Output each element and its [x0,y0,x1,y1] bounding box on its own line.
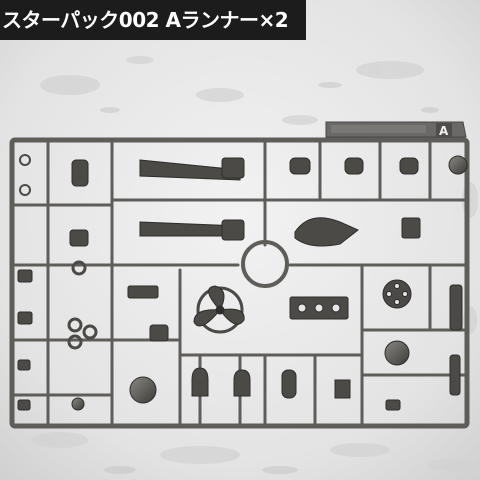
ring-part [19,184,31,196]
hook-part [191,367,209,397]
runner-gates [10,138,469,428]
bracket-part [401,217,421,239]
arm-part [69,229,89,247]
connector-part [127,285,159,299]
title-banner: スターパック002 Aランナー×2 [0,0,306,40]
clip-part [17,269,33,283]
ball-part [448,155,468,175]
clip-part [17,359,31,371]
pod-part [294,217,359,247]
barrel-part [139,159,241,181]
clip-part [385,399,401,411]
strut-part [449,354,461,396]
clip-part [17,399,31,411]
ring-part [71,260,87,276]
ball-part [71,397,85,411]
runner-tag-plate: A [325,121,467,138]
cylinder-part [399,157,419,175]
hex-nut-part [67,317,98,350]
cylinder-part [289,157,311,175]
hook-part [233,369,251,397]
sphere-part [129,376,157,404]
cylinder-part [344,157,364,175]
connector-part [149,324,169,342]
propeller-part [193,285,245,334]
cap-part [281,369,297,399]
center-ring [241,240,289,288]
bracket-part [334,379,351,399]
barrel-end-part [221,157,245,179]
barrel-end-part [221,219,245,241]
revolver-part [382,279,412,309]
arm-part [71,159,89,187]
shield-part [384,340,410,366]
runner-letter-label: A [439,124,449,138]
strut-part [449,284,463,331]
clip-part [17,311,33,325]
ring-part [19,154,31,166]
